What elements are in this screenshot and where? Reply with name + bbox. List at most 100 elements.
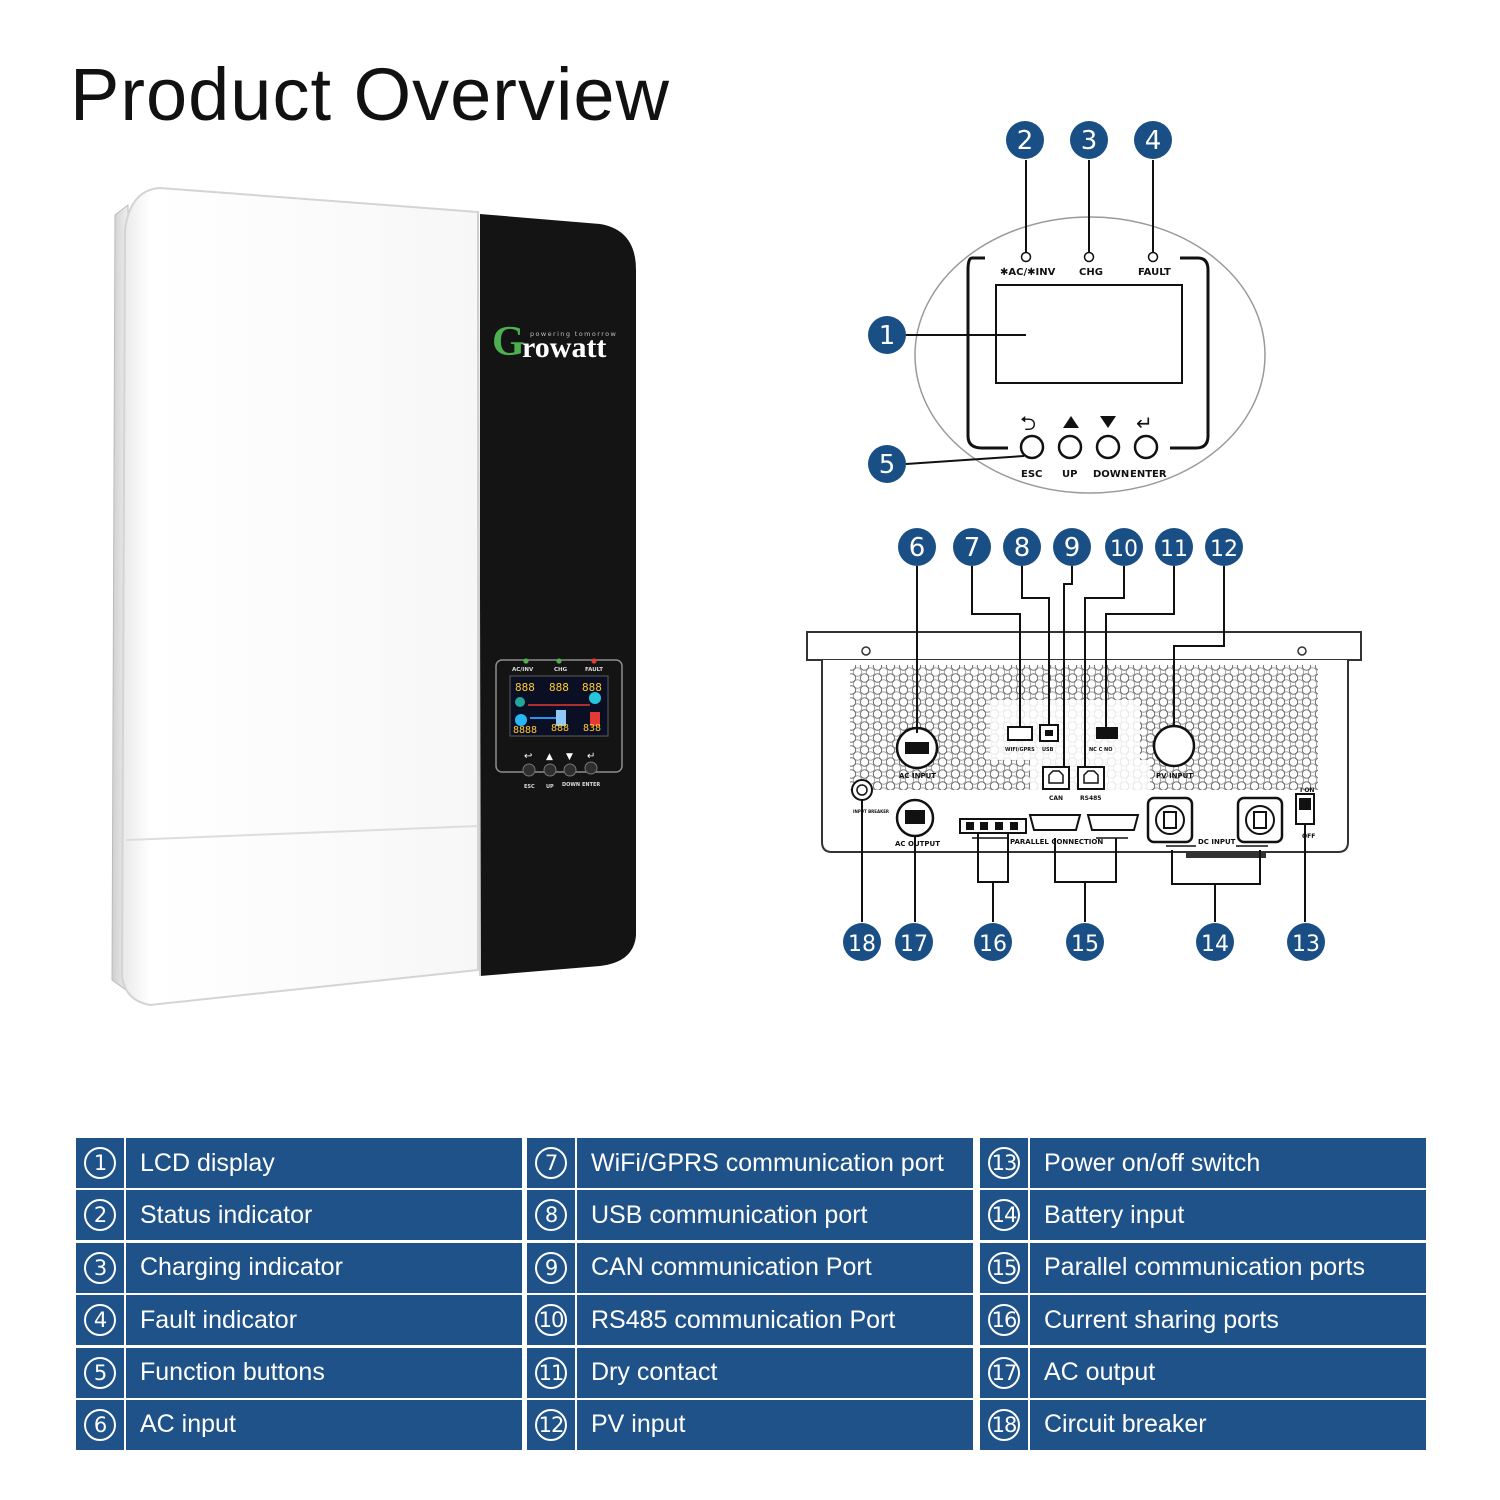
zoom-indicator-label: FAULT xyxy=(1138,267,1171,278)
legend-number: 12 xyxy=(527,1399,577,1450)
svg-text:16: 16 xyxy=(979,932,1007,957)
zoom-up-button[interactable] xyxy=(1057,434,1083,460)
device-down-button[interactable] xyxy=(563,763,577,777)
legend-number: 7 xyxy=(527,1138,577,1188)
device-indicator-label: FAULT xyxy=(585,667,603,673)
legend-label: Dry contact xyxy=(591,1358,718,1387)
zoom-indicator-label: ✱AC/✱INV xyxy=(1000,267,1056,278)
lcd-readout: 888 xyxy=(551,723,569,734)
device-esc-button[interactable] xyxy=(522,763,536,777)
legend-label: RS485 communication Port xyxy=(591,1305,896,1334)
brand-logo-initial: G xyxy=(492,319,525,365)
zoom-esc-button[interactable] xyxy=(1019,434,1045,460)
svg-text:14: 14 xyxy=(1201,932,1229,957)
legend-number: 14 xyxy=(980,1190,1030,1241)
callout-badge: 12 xyxy=(1205,528,1243,566)
svg-text:8: 8 xyxy=(1014,533,1031,563)
legend-label: WiFi/GPRS communication port xyxy=(591,1148,944,1177)
zoom-indicator-label: CHG xyxy=(1079,267,1103,278)
device-control-panel: AC/INV CHG FAULT 888 888 888 8888 888 83… xyxy=(495,658,623,790)
svg-text:18: 18 xyxy=(848,932,876,957)
port-label: DC INPUT xyxy=(1198,838,1236,846)
callout-badge: 14 xyxy=(1196,923,1234,961)
legend-label: AC output xyxy=(1044,1358,1156,1387)
callout-badge: 2 xyxy=(1006,121,1044,159)
svg-text:3: 3 xyxy=(1081,126,1098,156)
leader-lines xyxy=(861,160,1306,922)
callout-badges: 1 2 3 4 5 6 7 8 9 10 11 12 13 14 15 16 1… xyxy=(843,121,1325,961)
device-indicator-label: AC/INV xyxy=(512,667,534,673)
svg-text:2: 2 xyxy=(1017,126,1034,156)
esc-arrow-icon: ⮌ xyxy=(1020,411,1036,435)
legend-number: 17 xyxy=(980,1347,1030,1398)
device-indicator-label: CHG xyxy=(554,667,568,673)
parallel-port xyxy=(1086,814,1140,831)
device-button-label: DOWN xyxy=(562,782,580,788)
device-up-button[interactable] xyxy=(543,763,557,777)
parallel-port xyxy=(1028,814,1082,831)
lcd-readout: 888 xyxy=(515,681,535,694)
svg-text:1: 1 xyxy=(879,321,896,351)
up-triangle-icon xyxy=(1063,416,1079,428)
svg-text:13: 13 xyxy=(1292,932,1320,957)
zoom-enter-button[interactable] xyxy=(1133,434,1159,460)
lcd-readout: 838 xyxy=(583,723,601,734)
brand-tagline: powering tomorrow xyxy=(530,330,617,338)
callout-badge: 4 xyxy=(1134,121,1172,159)
dry-contact-port xyxy=(1096,727,1118,739)
legend-number: 6 xyxy=(76,1399,126,1450)
callout-badge: 15 xyxy=(1066,923,1104,961)
callout-badge: 6 xyxy=(898,528,936,566)
up-arrow-icon: ▲ xyxy=(546,752,553,762)
legend-row: 7 WiFi/GPRS communication port xyxy=(527,1138,973,1188)
legend-number: 3 xyxy=(76,1242,126,1293)
down-arrow-icon: ▼ xyxy=(566,752,573,762)
zoom-button-label: ESC xyxy=(1021,469,1042,480)
device-button-label: UP xyxy=(546,784,554,790)
legend-number: 5 xyxy=(76,1347,126,1398)
svg-text:5: 5 xyxy=(879,450,896,480)
port-label: AC INPUT xyxy=(899,772,936,780)
enter-arrow-icon: ↵ xyxy=(587,751,595,762)
svg-text:9: 9 xyxy=(1064,533,1081,563)
device-enter-button[interactable] xyxy=(584,761,598,775)
callout-badge: 7 xyxy=(953,528,991,566)
device-button-label: ENTER xyxy=(582,782,600,788)
legend-number: 9 xyxy=(527,1242,577,1293)
bottom-view: AC INPUT WIFI/GPRS USB NC C NO CAN RS485… xyxy=(806,631,1362,858)
port-label: I ON xyxy=(1300,787,1314,794)
svg-text:11: 11 xyxy=(1160,537,1188,562)
svg-text:6: 6 xyxy=(909,533,926,563)
legend-number: 2 xyxy=(76,1190,126,1241)
svg-text:12: 12 xyxy=(1210,537,1238,562)
device-button-label: ESC xyxy=(524,784,535,790)
callout-badge: 18 xyxy=(843,923,881,961)
port-label: WIFI/GPRS xyxy=(1005,747,1035,753)
legend-label: Power on/off switch xyxy=(1044,1148,1261,1177)
svg-text:15: 15 xyxy=(1071,932,1099,957)
port-label: INPUT BREAKER xyxy=(853,809,889,814)
inverter-device: G rowatt powering tomorrow AC/INV CHG FA… xyxy=(111,186,636,1007)
zoom-down-button[interactable] xyxy=(1095,434,1121,460)
legend-label: Charging indicator xyxy=(140,1253,343,1282)
port-label: PARALLEL CONNECTION xyxy=(1010,838,1103,846)
port-label: AC OUTPUT xyxy=(895,840,940,848)
zoom-button-label: DOWN xyxy=(1093,469,1129,480)
legend-number: 18 xyxy=(980,1399,1030,1450)
zoom-lcd-display xyxy=(995,284,1183,384)
panel-zoom: ✱AC/✱INV CHG FAULT ⮌ ↵ ESC UP DOWN ENTER xyxy=(914,216,1266,494)
legend-label: Current sharing ports xyxy=(1044,1305,1279,1334)
wifi-port xyxy=(1007,726,1033,741)
legend-number: 10 xyxy=(527,1295,577,1346)
enter-arrow-icon: ↵ xyxy=(1136,411,1153,435)
legend-label: Parallel communication ports xyxy=(1044,1253,1365,1282)
legend-number: 16 xyxy=(980,1295,1030,1346)
